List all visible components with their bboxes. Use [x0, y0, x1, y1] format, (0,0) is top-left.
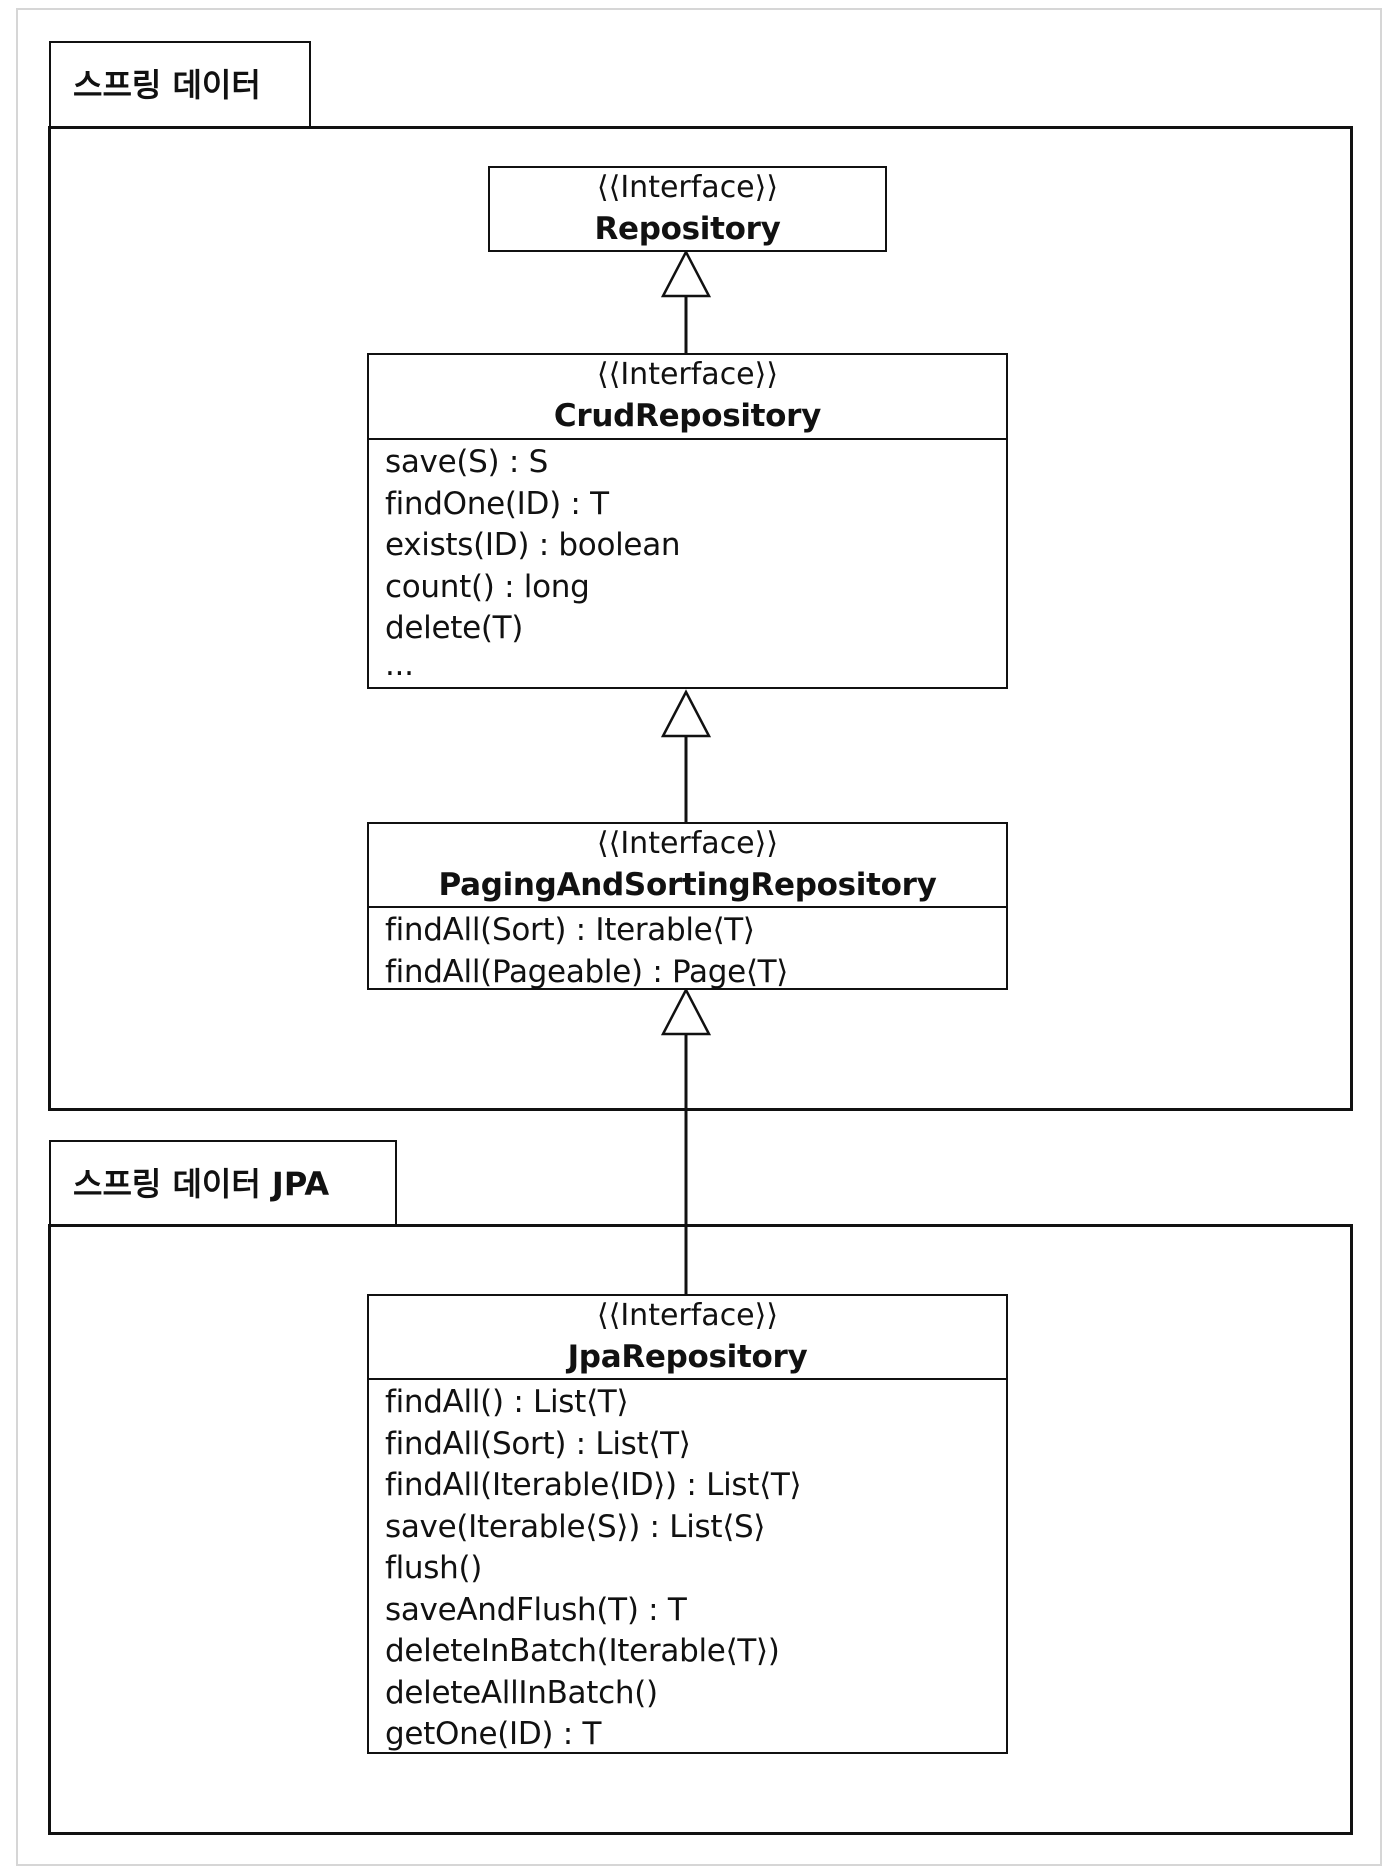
member-item: deleteAllInBatch()	[385, 1674, 658, 1711]
class-name-crud-repository: CrudRepository	[553, 398, 822, 434]
package-tab-spring-data: 스프링 데이터	[49, 41, 311, 127]
member-item: getOne(ID) : T	[385, 1716, 602, 1752]
package-label-spring-data-jpa: 스프링 데이터 JPA	[73, 1165, 330, 1203]
generalization-arrowhead-repository	[660, 249, 712, 298]
image-frame	[16, 8, 1382, 1866]
class-name-repository: Repository	[594, 211, 781, 247]
member-item: flush()	[385, 1550, 483, 1586]
class-name-jpa-repository: JpaRepository	[567, 1339, 808, 1375]
stereotype-label: ⟨⟨Interface⟩⟩	[596, 1298, 779, 1333]
generalization-arrowhead-paging	[660, 987, 712, 1036]
member-item: delete(T)	[385, 610, 524, 646]
stereotype-label: ⟨⟨Interface⟩⟩	[596, 826, 779, 861]
member-item: findAll(Sort) : List⟨T⟩	[385, 1425, 691, 1462]
class-header-repository: ⟨⟨Interface⟩⟩ Repository	[490, 168, 885, 250]
class-header-crud-repository: ⟨⟨Interface⟩⟩ CrudRepository	[369, 355, 1006, 440]
class-header-jpa-repository: ⟨⟨Interface⟩⟩ JpaRepository	[369, 1296, 1006, 1380]
member-item: findOne(ID) : T	[385, 485, 609, 522]
member-item: findAll(Pageable) : Page⟨T⟩	[385, 953, 789, 990]
member-item: save(Iterable⟨S⟩) : List⟨S⟩	[385, 1508, 766, 1545]
package-tab-spring-data-jpa: 스프링 데이터 JPA	[49, 1140, 397, 1226]
member-item: saveAndFlush(T) : T	[385, 1591, 687, 1628]
class-name-paging-and-sorting-repository: PagingAndSortingRepository	[438, 867, 937, 903]
class-jpa-repository: ⟨⟨Interface⟩⟩ JpaRepository findAll() : …	[367, 1294, 1008, 1754]
stereotype-label: ⟨⟨Interface⟩⟩	[596, 170, 779, 205]
package-label-spring-data: 스프링 데이터	[73, 66, 261, 104]
package-spring-data-jpa	[48, 1224, 1353, 1835]
class-repository: ⟨⟨Interface⟩⟩ Repository	[488, 166, 887, 252]
member-list-crud-repository: save(S) : S findOne(ID) : T exists(ID) :…	[369, 440, 1006, 680]
package-spring-data	[48, 126, 1353, 1111]
generalization-arrowhead-crud	[660, 689, 712, 738]
stereotype-label: ⟨⟨Interface⟩⟩	[596, 357, 779, 392]
member-list-paging-and-sorting-repository: findAll(Sort) : Iterable⟨T⟩ findAll(Page…	[369, 908, 1006, 993]
member-item: save(S) : S	[385, 444, 548, 480]
member-item: deleteInBatch(Iterable⟨T⟩)	[385, 1633, 780, 1669]
class-crud-repository: ⟨⟨Interface⟩⟩ CrudRepository save(S) : S…	[367, 353, 1008, 689]
member-item: ...	[385, 646, 414, 683]
class-paging-and-sorting-repository: ⟨⟨Interface⟩⟩ PagingAndSortingRepository…	[367, 822, 1008, 990]
member-item: findAll() : List⟨T⟩	[385, 1384, 629, 1420]
member-item: count() : long	[385, 568, 590, 605]
member-item: findAll(Sort) : Iterable⟨T⟩	[385, 912, 755, 948]
member-item: exists(ID) : boolean	[385, 527, 681, 563]
member-item: findAll(Iterable⟨ID⟩) : List⟨T⟩	[385, 1467, 802, 1503]
member-list-jpa-repository: findAll() : List⟨T⟩ findAll(Sort) : List…	[369, 1380, 1006, 1756]
class-header-paging-and-sorting-repository: ⟨⟨Interface⟩⟩ PagingAndSortingRepository	[369, 824, 1006, 908]
